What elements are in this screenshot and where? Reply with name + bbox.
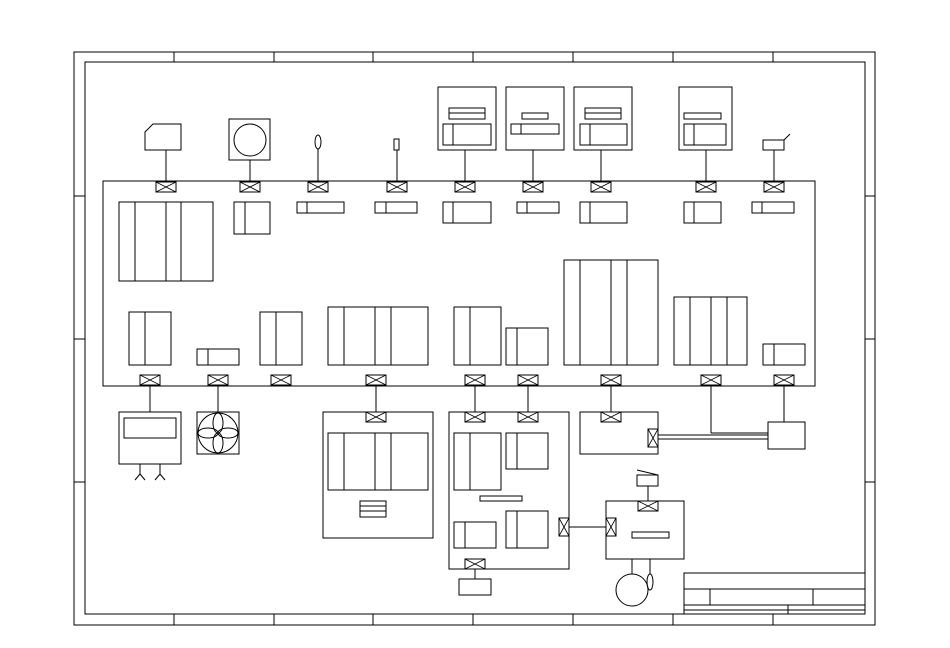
bottom-connectors <box>140 375 794 385</box>
inner-block-sensor <box>752 202 794 213</box>
control-unit-2 <box>506 87 564 192</box>
title-block <box>684 573 865 614</box>
inner-block-cu2 <box>517 202 559 213</box>
inner-block-cu1 <box>443 202 491 223</box>
sub-module-2 <box>449 385 569 595</box>
inner-block-fan <box>197 349 239 365</box>
inner-block-power <box>674 297 747 365</box>
inner-block-antenna <box>375 202 417 213</box>
inner-block-display <box>129 312 171 365</box>
sensor-switch-unit <box>763 134 790 192</box>
antenna-unit <box>387 139 407 192</box>
display-panel-unit <box>119 385 181 480</box>
lamp-unit <box>308 135 328 192</box>
inner-block-large-right <box>564 260 658 365</box>
sheet-frame <box>74 52 875 625</box>
fan-unit <box>197 385 239 454</box>
inner-block-sub2b <box>506 328 548 365</box>
relay-module <box>580 385 805 454</box>
inner-block-speaker <box>234 202 270 234</box>
motor-module <box>569 470 684 606</box>
inner-block-ground <box>260 312 302 365</box>
control-unit-4 <box>679 87 732 192</box>
inner-block-cu3 <box>580 202 627 223</box>
inner-block-sub2a <box>454 307 501 365</box>
sub-module-1 <box>323 385 433 538</box>
inner-block-sub1 <box>328 307 428 365</box>
main-harness-box <box>103 181 815 386</box>
inner-block-lamp <box>297 202 344 213</box>
inner-block-large-left <box>119 202 213 281</box>
inner-block-small-right <box>763 344 805 365</box>
control-unit-1 <box>438 87 496 192</box>
inner-block-cu4 <box>684 202 721 223</box>
control-unit-3 <box>574 87 632 192</box>
camera-unit <box>145 124 181 192</box>
